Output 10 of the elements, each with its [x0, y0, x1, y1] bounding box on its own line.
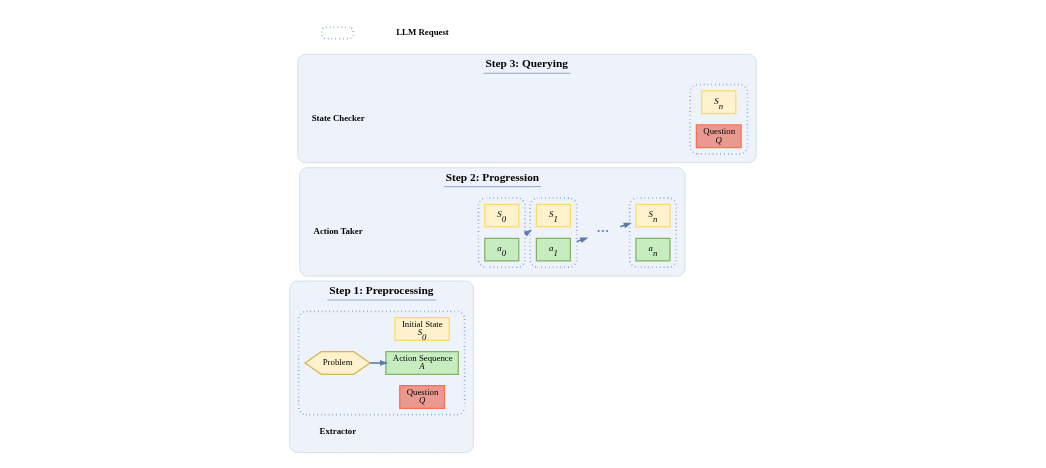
node-box: Question Q	[695, 123, 742, 148]
node-text: ···	[596, 223, 610, 238]
node-box: Action Sequence A	[385, 350, 459, 375]
cluster	[628, 196, 678, 268]
arrow	[369, 359, 389, 366]
cluster	[297, 310, 466, 415]
cluster	[529, 196, 578, 268]
cluster	[689, 83, 749, 155]
legend-label: LLM Request	[396, 26, 449, 37]
node-box: Question Q	[399, 384, 446, 409]
